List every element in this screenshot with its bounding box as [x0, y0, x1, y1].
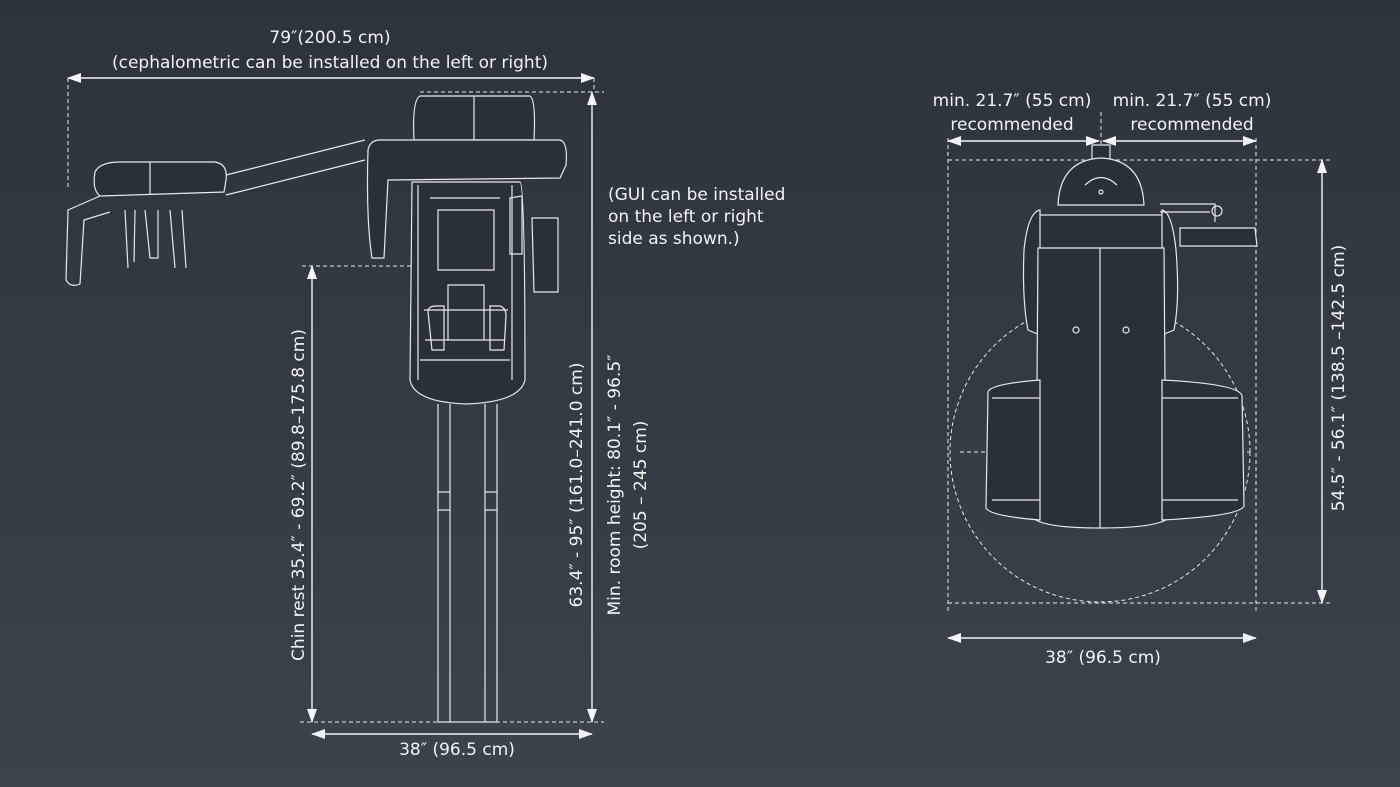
depth-label: 54.5″ - 56.1″ (138.5 –142.5 cm)	[1329, 245, 1349, 512]
top-width-label: 38″ (96.5 cm)	[1045, 648, 1161, 668]
side-device-drawing	[65, 95, 567, 723]
base-width-label: 38″ (96.5 cm)	[399, 740, 515, 760]
side-view: 79″(200.5 cm) (cephalometric can be inst…	[65, 28, 785, 760]
right-clearance-note: recommended	[1130, 115, 1253, 135]
room-height-label: Min. room height: 80.1″ - 96.5″	[605, 354, 625, 615]
cephalometric-note: (cephalometric can be installed on the l…	[112, 53, 548, 73]
chin-rest-label: Chin rest 35.4″ - 69.2″ (89.8–175.8 cm)	[289, 329, 309, 661]
gui-note-line3: side as shown.)	[608, 229, 740, 249]
top-device-drawing	[949, 144, 1258, 603]
right-clearance-label: min. 21.7″ (55 cm)	[1113, 91, 1272, 111]
height-label: 63.4″ - 95″ (161.0–241.0 cm)	[567, 363, 587, 608]
left-clearance-label: min. 21.7″ (55 cm)	[933, 91, 1092, 111]
gui-note-line1: (GUI can be installed	[608, 185, 785, 205]
left-clearance-note: recommended	[950, 115, 1073, 135]
top-view: min. 21.7″ (55 cm) recommended min. 21.7…	[933, 91, 1349, 668]
room-height-metric: (205 – 245 cm)	[631, 421, 651, 550]
overall-width-label: 79″(200.5 cm)	[269, 28, 390, 48]
gui-note-line2: on the left or right	[608, 207, 764, 227]
